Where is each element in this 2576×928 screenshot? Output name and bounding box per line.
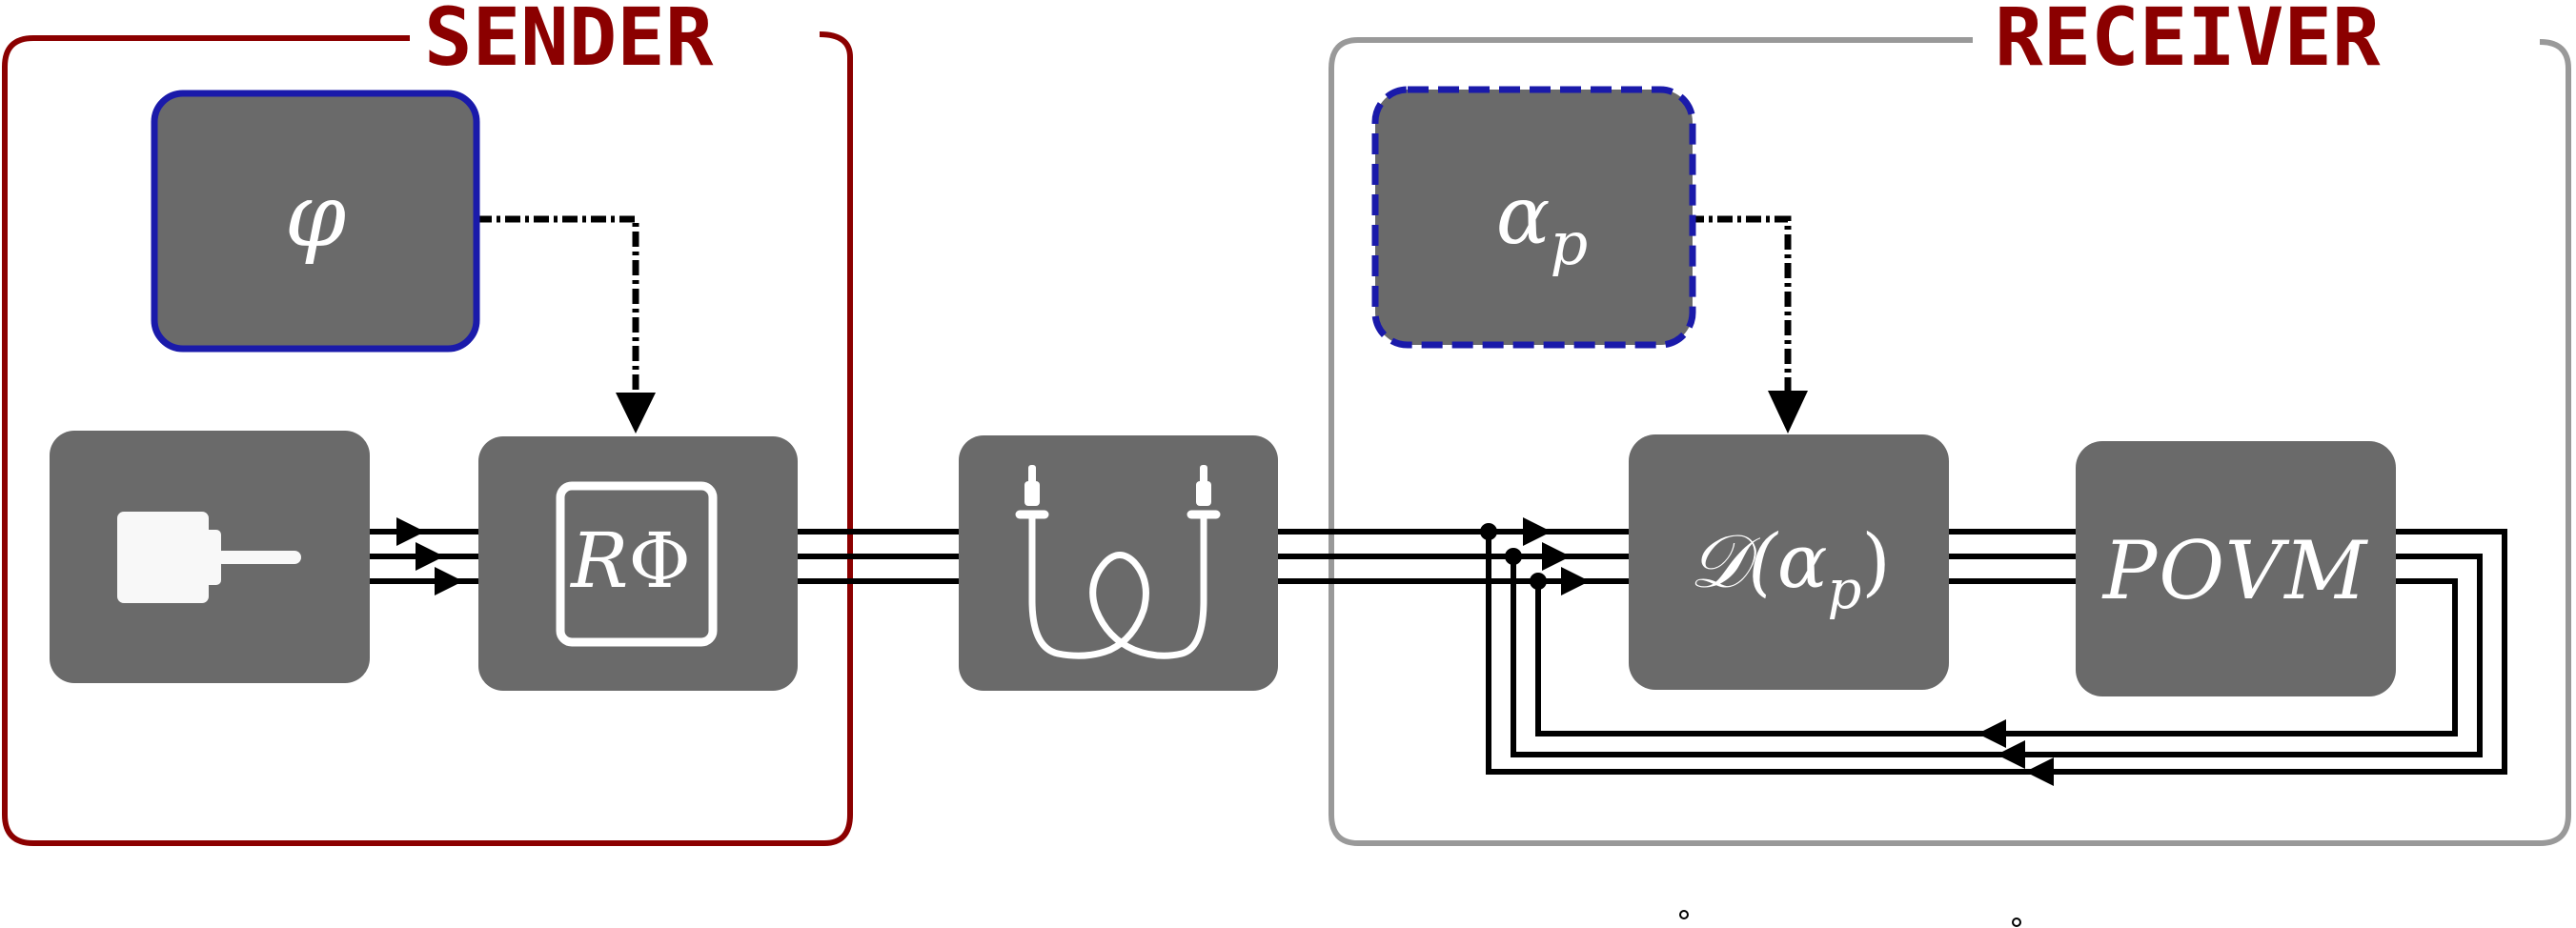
channel-block (959, 435, 1278, 691)
stray-marker (2012, 918, 2021, 927)
stray-marker (1679, 910, 1689, 919)
receiver-title: RECEIVER (1995, 0, 2381, 84)
phase-block: φ (151, 90, 480, 353)
alpha-control-line (1689, 215, 1792, 398)
laser-source-icon (117, 512, 301, 603)
sender-group: SENDER (2, 0, 853, 846)
fiber-channel-icon (1015, 465, 1221, 659)
phase-encoder-block: RΦ (478, 436, 798, 691)
phase-control-line (477, 215, 639, 400)
phase-encoder-label: RΦ (569, 516, 691, 605)
wires-laser-to-encoder (370, 517, 478, 595)
displacement-param-block: αp (1371, 86, 1696, 349)
sender-title: SENDER (424, 0, 714, 84)
wires-displacement-to-povm (1949, 529, 2078, 584)
displacement-block: 𝒟(αp) (1629, 434, 1949, 690)
feedback-wires (1480, 523, 2507, 786)
laser-block (50, 431, 370, 683)
wires-encoder-to-channel (796, 529, 959, 584)
phase-symbol: φ (285, 165, 347, 267)
displacement-label: 𝒟(αp) (1689, 519, 1891, 621)
receiver-group: RECEIVER (1329, 0, 2571, 846)
povm-label: POVM (2101, 524, 2369, 617)
povm-block: POVM (2076, 441, 2396, 696)
sender-frame (2, 31, 853, 846)
alpha-control-arrowhead (1768, 391, 1808, 434)
displacement-param-label: αp (1496, 169, 1588, 278)
phase-control-arrowhead (616, 393, 656, 434)
receiver-frame (1329, 37, 2571, 846)
